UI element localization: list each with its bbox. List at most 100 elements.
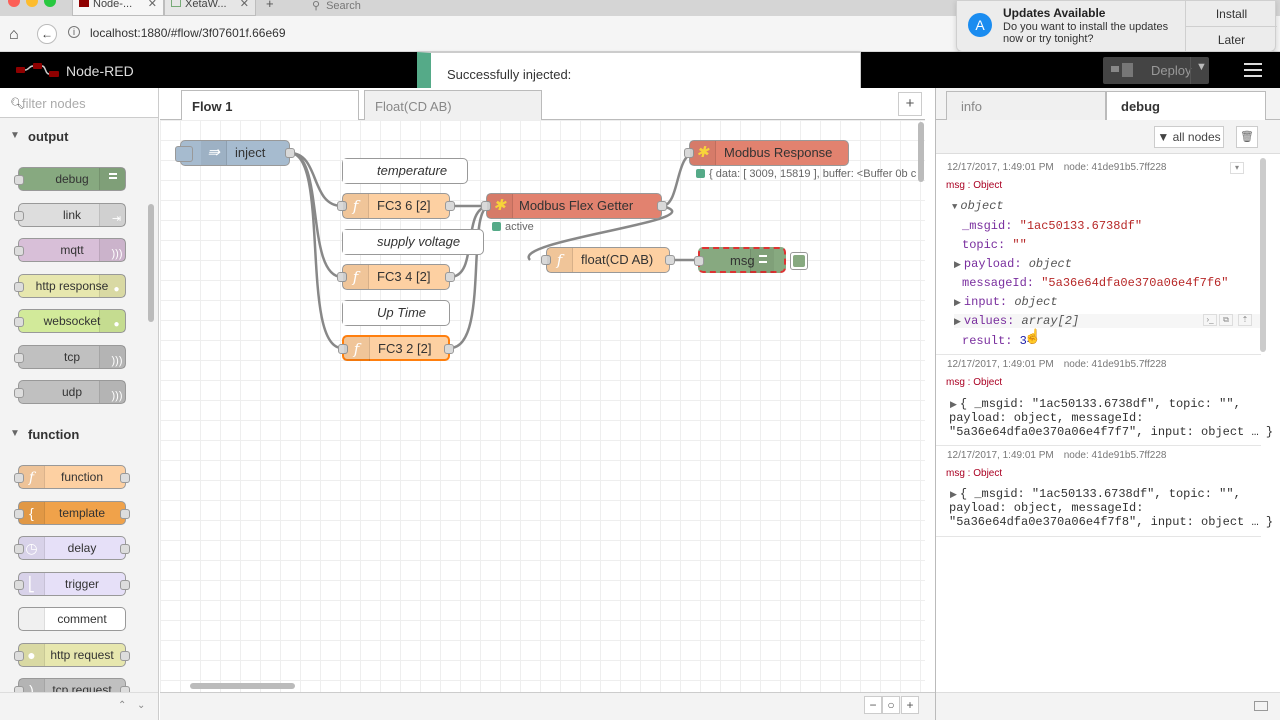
input-port[interactable]	[338, 344, 348, 354]
output-port[interactable]	[445, 201, 455, 211]
comment-node-supply-voltage[interactable]: supply voltage	[342, 229, 484, 255]
modbus-response-node[interactable]: ✱ Modbus Response	[684, 140, 849, 166]
palette-node-function[interactable]: f function	[14, 465, 130, 489]
deploy-dropdown-icon[interactable]: ▼	[1196, 61, 1207, 73]
zoom-out-button[interactable]: −	[864, 696, 882, 714]
output-port[interactable]	[665, 255, 675, 265]
palette-node-debug[interactable]: debug	[14, 167, 126, 191]
zoom-reset-button[interactable]: ○	[882, 696, 900, 714]
minimize-window-icon[interactable]	[26, 0, 38, 7]
palette-node-tcp[interactable]: tcp )))	[14, 345, 126, 369]
function-node-fc32[interactable]: f FC3 2 [2]	[338, 335, 454, 361]
palette-node-template[interactable]: { template	[14, 501, 130, 525]
palette-node-mqtt[interactable]: mqtt )))	[14, 238, 126, 262]
later-button[interactable]: Later	[1217, 33, 1246, 47]
palette-node-comment[interactable]: comment	[18, 607, 126, 631]
canvas-vertical-scrollbar[interactable]	[918, 122, 924, 182]
main-menu-icon[interactable]	[1244, 63, 1262, 77]
install-button[interactable]: Install	[1186, 1, 1277, 27]
function-node-fc34[interactable]: f FC3 4 [2]	[337, 264, 455, 290]
input-port[interactable]	[337, 272, 347, 282]
getter-status: active	[492, 221, 534, 233]
palette-node-http-response[interactable]: http response ●	[14, 274, 126, 298]
caret-down-icon: ▼	[952, 202, 958, 212]
palette-node-http-request[interactable]: ● http request	[14, 643, 130, 667]
browser-tab-nodered[interactable]: Node-...✕	[72, 0, 164, 16]
close-window-icon[interactable]	[8, 0, 20, 7]
inject-trigger-button[interactable]	[175, 146, 193, 162]
debug-tree-root[interactable]: ▼object	[952, 199, 1004, 213]
add-flow-button[interactable]: +	[898, 92, 922, 116]
collapse-all-icon[interactable]: ⌃	[118, 700, 127, 711]
copy-path-icon[interactable]: ›_	[1203, 314, 1217, 326]
prop-input[interactable]: ▶input: object	[954, 295, 1058, 309]
comment-node-uptime[interactable]: Up Time	[342, 300, 450, 326]
message-summary[interactable]: ▶{ _msgid: "1ac50133.6738df", topic: "",	[950, 487, 1241, 501]
input-port[interactable]	[541, 255, 551, 265]
function-node-fc36[interactable]: f FC3 6 [2]	[337, 193, 455, 219]
palette-node-link[interactable]: link ⇥	[14, 203, 126, 227]
message-options-icon[interactable]: ▾	[1230, 162, 1244, 174]
function-node-float-cd-ab[interactable]: f float(CD AB)	[541, 247, 675, 273]
close-tab-icon[interactable]: ✕	[239, 0, 249, 10]
output-port[interactable]	[285, 148, 295, 158]
browser-search-box[interactable]: ⚲Search	[300, 0, 960, 12]
deploy-button[interactable]: Deploy ▼	[1103, 57, 1209, 84]
home-icon[interactable]: ⌂	[9, 26, 19, 43]
debug-filter-button[interactable]: ▼ all nodes	[1154, 126, 1224, 148]
copy-value-icon[interactable]: ⧉	[1219, 314, 1233, 326]
tab-flow-1[interactable]: Flow 1	[181, 90, 359, 121]
zoom-in-button[interactable]: +	[901, 696, 919, 714]
debug-node-msg[interactable]: msg	[694, 247, 786, 273]
input-port[interactable]	[694, 256, 704, 266]
debug-toggle-button[interactable]	[790, 252, 808, 270]
clear-log-button[interactable]: 🗑︎	[1236, 126, 1258, 148]
expand-all-icon[interactable]: ⌄	[137, 700, 146, 711]
input-port[interactable]	[684, 148, 694, 158]
modbus-flex-getter-node[interactable]: ✱ Modbus Flex Getter	[481, 193, 667, 219]
tab-info[interactable]: info	[946, 91, 1106, 120]
input-port[interactable]	[337, 201, 347, 211]
palette-node-udp[interactable]: udp )))	[14, 380, 126, 404]
maximize-window-icon[interactable]	[44, 0, 56, 7]
output-port[interactable]	[657, 201, 667, 211]
prop-payload[interactable]: ▶payload: object	[954, 257, 1072, 271]
output-port[interactable]	[444, 344, 454, 354]
category-title: function	[28, 427, 80, 442]
palette-category-output[interactable]: ▼ output	[0, 122, 147, 152]
browser-tab-xetawave[interactable]: XetaW...✕	[164, 0, 256, 16]
input-port	[14, 282, 24, 292]
status-text: { data: [ 3009, 15819 ], buffer: <Buffer…	[709, 168, 917, 180]
message-node[interactable]: node: 41de91b5.7ff228	[1063, 359, 1167, 370]
white-globe-icon: ●	[19, 644, 45, 666]
output-port[interactable]	[445, 272, 455, 282]
palette-category-function[interactable]: ▼ function	[0, 420, 147, 450]
palette-node-delay[interactable]: ◷ delay	[14, 536, 130, 560]
new-tab-button[interactable]: +	[266, 0, 274, 11]
prop-values[interactable]: ▶values: array[2]	[954, 314, 1266, 328]
tab-float-cd-ab[interactable]: Float(CD AB)	[364, 90, 542, 120]
tab-debug[interactable]: debug	[1106, 91, 1266, 121]
back-button[interactable]: ←	[37, 24, 57, 44]
inject-node[interactable]: ⇛ inject	[175, 140, 295, 166]
flow-canvas[interactable]: ⇛ inject temperature f FC3 6 [2] supply …	[160, 120, 925, 692]
palette-footer: ⌃ ⌄	[0, 692, 158, 720]
url-field[interactable]: localhost:1880/#flow/3f07601f.66e69	[90, 26, 286, 40]
canvas-horizontal-scrollbar[interactable]	[190, 683, 295, 689]
info-icon[interactable]: i	[68, 26, 80, 38]
output-port	[120, 544, 130, 554]
sidebar-scrollbar[interactable]	[1260, 158, 1266, 352]
palette-node-websocket[interactable]: websocket ●	[14, 309, 126, 333]
bridge-icon: )))	[99, 239, 125, 261]
message-node[interactable]: node: 41de91b5.7ff228	[1063, 162, 1167, 173]
pin-icon[interactable]: ⇡	[1238, 314, 1252, 326]
message-node[interactable]: node: 41de91b5.7ff228	[1063, 450, 1167, 461]
palette-scrollbar[interactable]	[148, 204, 154, 322]
comment-node-temperature[interactable]: temperature	[342, 158, 468, 184]
palette-filter-input[interactable]: 🔍︎ filter nodes	[0, 88, 158, 118]
message-summary[interactable]: ▶{ _msgid: "1ac50133.6738df", topic: "",	[950, 397, 1241, 411]
input-port[interactable]	[481, 201, 491, 211]
close-tab-icon[interactable]: ✕	[147, 0, 157, 10]
expand-sidebar-icon[interactable]	[1254, 701, 1268, 711]
palette-node-trigger[interactable]: ⎣ trigger	[14, 572, 130, 596]
